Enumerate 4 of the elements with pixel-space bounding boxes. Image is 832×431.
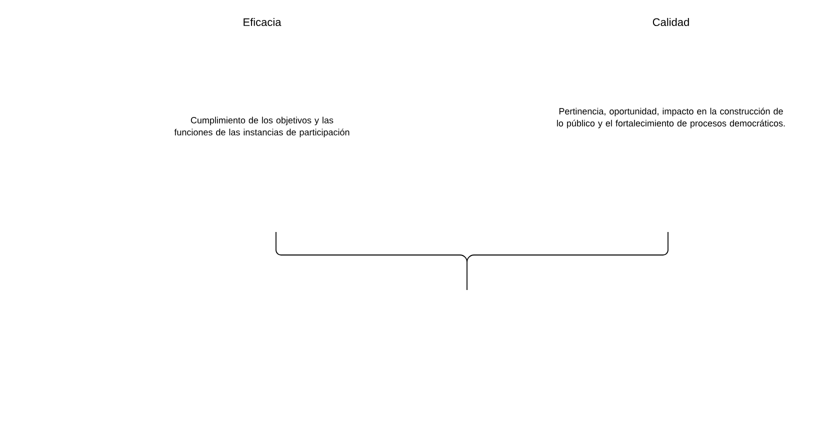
description-text: Pertinencia, oportunidad, impacto en la construcción de lo público y el fortalecimiento de procesos democráticos. <box>557 108 785 128</box>
heading: Calidad <box>652 18 689 26</box>
description-text: Cumplimiento de los objetivos y las funciones de las instancias de participación <box>174 116 350 138</box>
heading: Eficacia <box>244 18 282 26</box>
